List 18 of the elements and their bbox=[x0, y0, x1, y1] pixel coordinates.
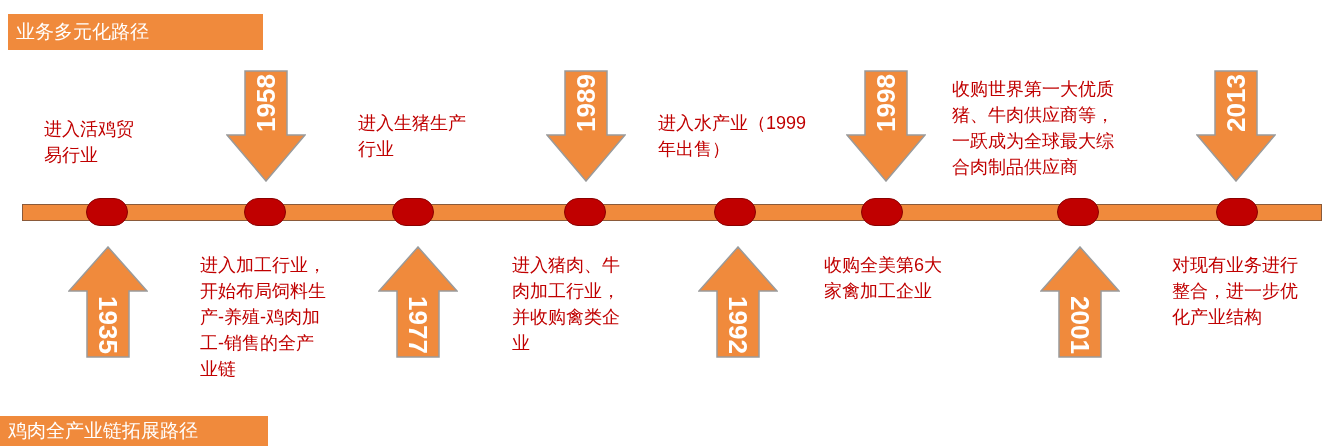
event-description: 进入猪肉、牛肉加工行业，并收购禽类企业 bbox=[512, 254, 621, 355]
year-label: 2013 bbox=[1223, 74, 1249, 132]
year-label: 2001 bbox=[1067, 296, 1093, 354]
section-band: 业务多元化路径 bbox=[8, 14, 263, 50]
year-label: 1989 bbox=[573, 74, 599, 132]
year-label: 1998 bbox=[873, 74, 899, 132]
event-description: 进入加工行业，开始布局饲料生产-养殖-鸡肉加工-销售的全产业链 bbox=[200, 254, 327, 381]
year-label: 1935 bbox=[95, 296, 121, 354]
year-label: 1958 bbox=[253, 74, 279, 132]
year-label: 1977 bbox=[405, 296, 431, 354]
event-description: 进入水产业（1999年出售） bbox=[658, 112, 808, 161]
event-description: 进入生猪生产行业 bbox=[358, 112, 467, 161]
event-description: 进入活鸡贸易行业 bbox=[44, 118, 135, 167]
event-description: 对现有业务进行整合，进一步优化产业结构 bbox=[1172, 254, 1299, 329]
event-description: 收购世界第一大优质猪、牛肉供应商等，一跃成为全球最大综合肉制品供应商 bbox=[952, 78, 1115, 179]
event-description: 收购全美第6大家禽加工企业 bbox=[824, 254, 943, 303]
year-label: 1992 bbox=[725, 296, 751, 354]
section-band: 鸡肉全产业链拓展路径 bbox=[0, 416, 268, 446]
